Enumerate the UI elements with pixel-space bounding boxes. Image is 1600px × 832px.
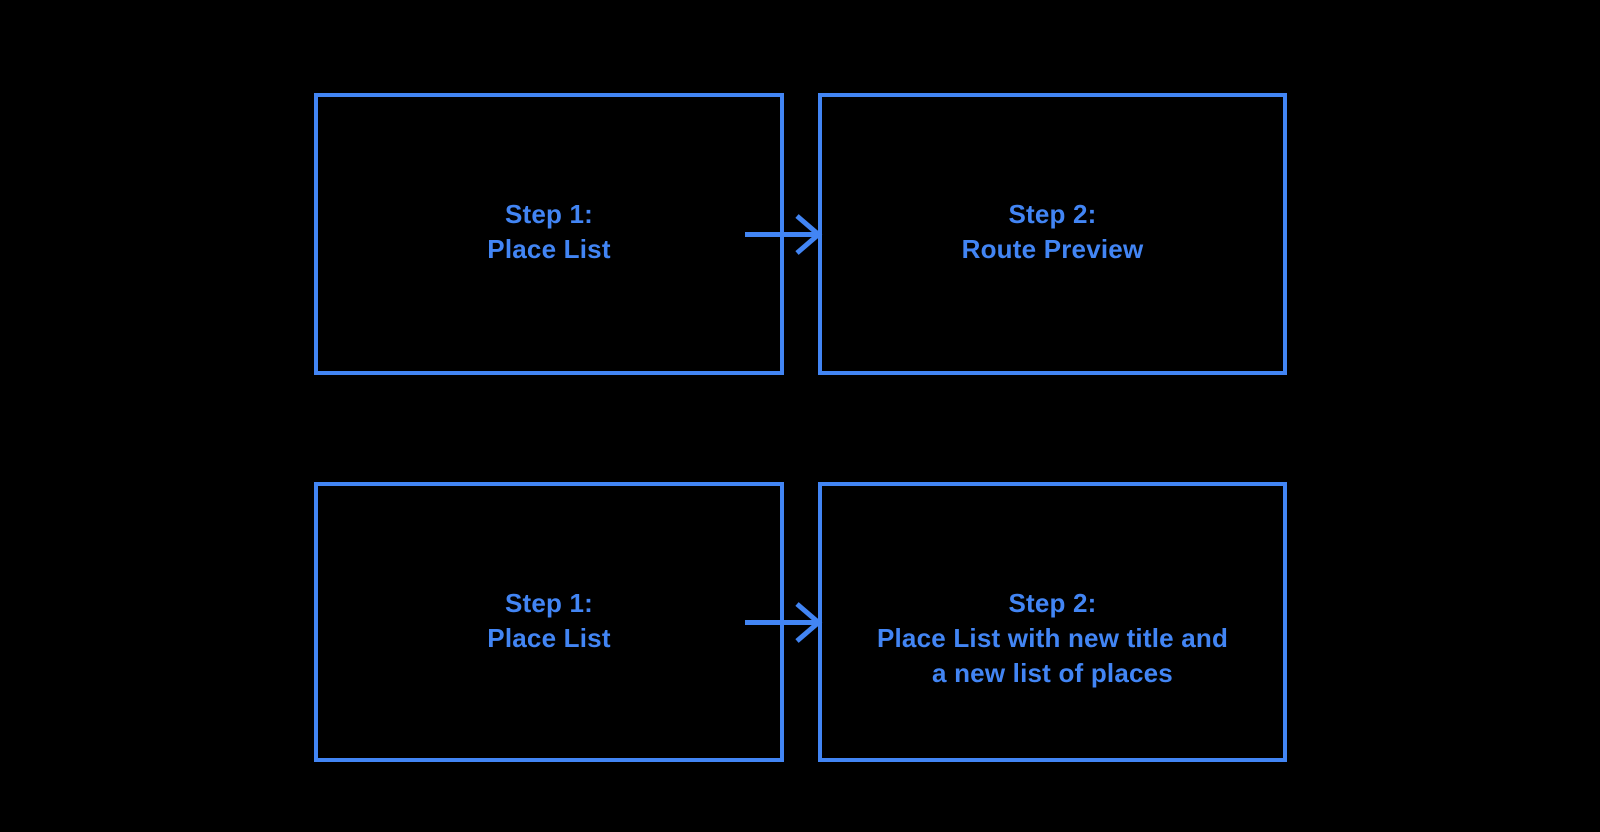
flow2-step1-label: Step 1: Place List — [487, 588, 611, 653]
flow1-step1-box: Step 1: Place List — [314, 93, 784, 375]
flow2-step2-box: Step 2: Place List with new title and a … — [818, 482, 1287, 762]
flow2-arrow-right-icon — [745, 600, 823, 645]
flow1-step1-label: Step 1: Place List — [487, 199, 611, 264]
flow1-arrow-right-icon — [745, 212, 823, 257]
flow2-step2-label: Step 2: Place List with new title and a … — [876, 588, 1229, 688]
flow1-step2-label: Step 2: Route Preview — [961, 199, 1144, 264]
flow2-step1-box: Step 1: Place List — [314, 482, 784, 762]
flow1-step2-box: Step 2: Route Preview — [818, 93, 1287, 375]
